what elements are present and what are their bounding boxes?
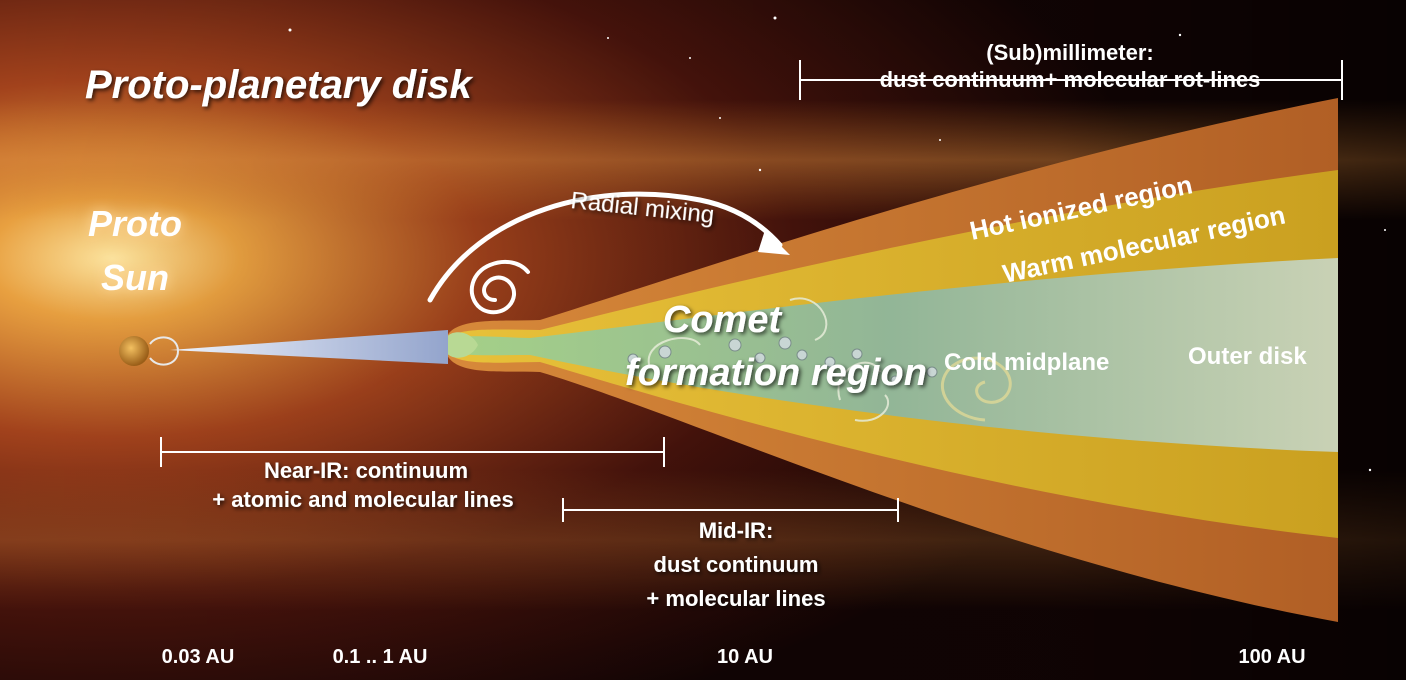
midir-label-line1: Mid-IR: (699, 518, 774, 543)
submm-label-line1: (Sub)millimeter: (986, 40, 1153, 65)
planetesimals (627, 336, 938, 385)
inner-disk (170, 330, 448, 364)
nearir-label-line1: Near-IR: continuum (264, 458, 468, 483)
midplane-vortex (940, 356, 1012, 422)
distance-label-0: 0.03 AU (162, 646, 235, 668)
comet-region-label-line2: formation region (625, 352, 927, 394)
proto-sun-body (119, 336, 149, 366)
brackets (160, 60, 1343, 522)
spiral-icon (469, 259, 530, 315)
midir-label-line2: dust continuum (654, 552, 819, 577)
submm-bracket (799, 60, 1343, 100)
midir-label-line3: + molecular lines (646, 586, 825, 611)
proto-sun-label-line1: Proto (88, 203, 182, 244)
distance-label-2: 10 AU (717, 646, 773, 668)
radial-mixing-arrow (427, 191, 783, 303)
distance-label-3: 100 AU (1238, 646, 1305, 668)
radial-mixing-arrowhead (758, 230, 790, 255)
diagram-title: Proto-planetary disk (85, 63, 474, 107)
comet-region-label-line1: Comet (663, 299, 783, 341)
midir-bracket (562, 498, 899, 522)
star-field (249, 16, 1386, 472)
magnetic-loop (149, 336, 180, 366)
distance-label-1: 0.1 .. 1 AU (333, 646, 428, 668)
submm-label-line2: dust continuum+ molecular rot-lines (880, 67, 1261, 92)
cold-midplane-label: Cold midplane (944, 349, 1109, 376)
inner-rim (444, 332, 478, 358)
cold-midplane-layer (445, 258, 1338, 452)
nearir-label-line2: + atomic and molecular lines (212, 487, 513, 512)
proto-sun-label-line2: Sun (101, 257, 169, 298)
outer-disk-label: Outer disk (1188, 343, 1307, 370)
eddy-arrows (647, 297, 890, 422)
nearir-bracket (160, 437, 665, 467)
